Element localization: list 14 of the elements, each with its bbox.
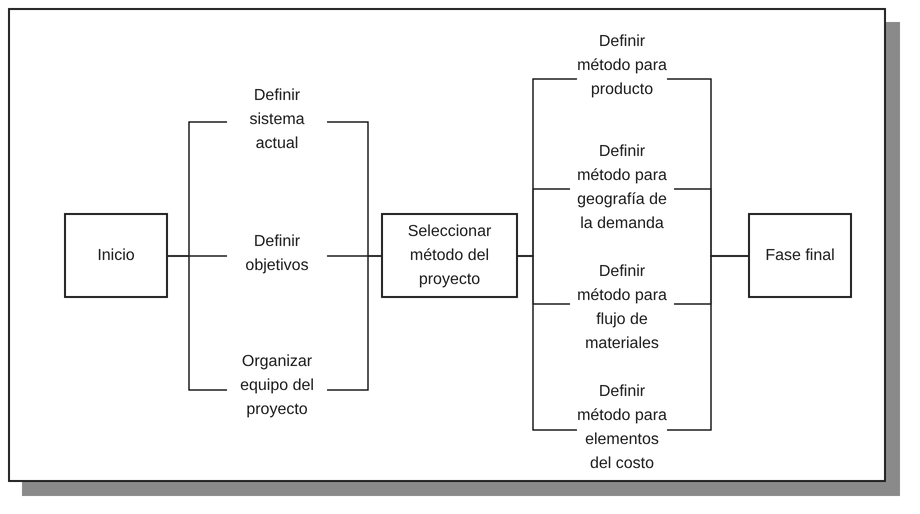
step-text: Definir objetivos (227, 230, 327, 278)
step-text: Definir sistema actual (227, 84, 327, 156)
step-text: Definir método para geografía de la demanda (570, 140, 674, 236)
step-text: Definir método para elementos del costo (577, 368, 667, 488)
connector-line (518, 255, 577, 431)
step-text: Definir método para flujo de materiales (570, 260, 674, 356)
connector-line (168, 255, 227, 391)
step-text: Definir método para producto (577, 18, 667, 114)
process-box: Fase final (748, 213, 852, 298)
connector-line (667, 255, 748, 431)
process-box: Seleccionar método del proyecto (381, 213, 518, 298)
process-box: Inicio (64, 213, 168, 298)
connector-line (327, 255, 381, 391)
step-text: Organizar equipo del proyecto (227, 350, 327, 422)
